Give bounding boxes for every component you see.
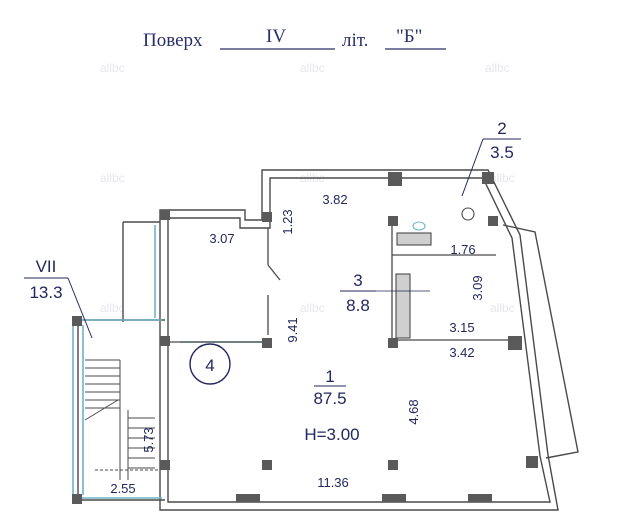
column (388, 216, 398, 226)
column (72, 494, 82, 504)
column (262, 212, 272, 222)
wall-pier (468, 494, 492, 502)
dimension-label: 1.23 (280, 209, 295, 234)
watermark-text: allbc (100, 61, 125, 75)
floor-value: IV (266, 26, 286, 47)
column (160, 460, 170, 470)
floor-label: Поверх (143, 30, 203, 51)
stair-leader (67, 277, 93, 339)
watermarks: allbc allbc allbc allbc allbc allbc allb… (100, 61, 515, 315)
wall-pier (236, 494, 260, 502)
lit-value: "Б" (396, 26, 422, 47)
staircase (84, 359, 160, 480)
room-1-area: 87.5 (313, 389, 346, 408)
column (508, 336, 522, 350)
watermark-text: allbc (100, 301, 125, 315)
door-swing (267, 264, 281, 281)
watermark-text: allbc (100, 171, 125, 185)
stair-area: 13.3 (29, 283, 62, 302)
dimension-label: 4.68 (406, 399, 421, 424)
watermark-text: allbc (300, 301, 325, 315)
washbasin-icon (412, 221, 426, 231)
room-2-area: 3.5 (490, 143, 514, 162)
column (388, 460, 398, 470)
columns (72, 172, 538, 504)
shelving-unit (395, 273, 411, 339)
dimension-labels: 3.82 1.23 3.07 1.76 3.09 9.41 3.15 3.42 … (110, 192, 485, 496)
column (388, 172, 402, 186)
room-4-number: 4 (205, 356, 214, 375)
dimension-label: 9.41 (285, 317, 300, 342)
dimension-label: 3.15 (449, 320, 474, 335)
column (488, 216, 498, 226)
dimension-label: 1.76 (450, 242, 475, 257)
column (262, 460, 272, 470)
column (160, 210, 170, 220)
watermark-text: allbc (490, 301, 515, 315)
column (262, 338, 272, 348)
watermark-text: allbc (485, 61, 510, 75)
stair-number: VII (36, 257, 57, 276)
column (482, 172, 494, 184)
facade-panel (502, 224, 579, 459)
sink-counter (396, 232, 432, 246)
room-2-number: 2 (497, 119, 506, 138)
lit-label: літ. (342, 30, 368, 51)
wall-pier (382, 494, 406, 502)
room-1-number: 1 (325, 367, 334, 386)
dimension-label: 3.09 (470, 275, 485, 300)
dimension-label: 3.42 (449, 345, 474, 360)
stair-wall (122, 221, 160, 322)
watermark-text: allbc (490, 171, 515, 185)
room-2-leader (461, 138, 484, 197)
room-3-number: 3 (353, 271, 362, 290)
dimension-label: 3.82 (322, 192, 347, 207)
dimension-label: 3.07 (209, 231, 234, 246)
watermark-text: allbc (300, 61, 325, 75)
room-1-height: H=3.00 (304, 425, 359, 444)
dimension-label: 5.73 (141, 427, 156, 452)
column (526, 456, 538, 468)
plan-header: Поверх IV літ. "Б" (143, 26, 446, 51)
column (388, 338, 398, 348)
stair-enclosure (77, 319, 165, 501)
fixtures (395, 207, 475, 339)
dimension-label: 11.36 (317, 475, 349, 490)
outer-wall-line (159, 169, 559, 511)
stair-arrow (84, 399, 119, 421)
dimension-label: 2.55 (110, 481, 135, 496)
room-3-area: 8.8 (346, 296, 370, 315)
toilet-icon (461, 207, 475, 221)
column (72, 316, 82, 326)
room-4-circle (189, 343, 231, 385)
column (160, 336, 170, 346)
room-labels: 1 87.5 H=3.00 2 3.5 3 8.8 4 VII 13.3 (24, 119, 521, 444)
partitions (168, 222, 512, 343)
